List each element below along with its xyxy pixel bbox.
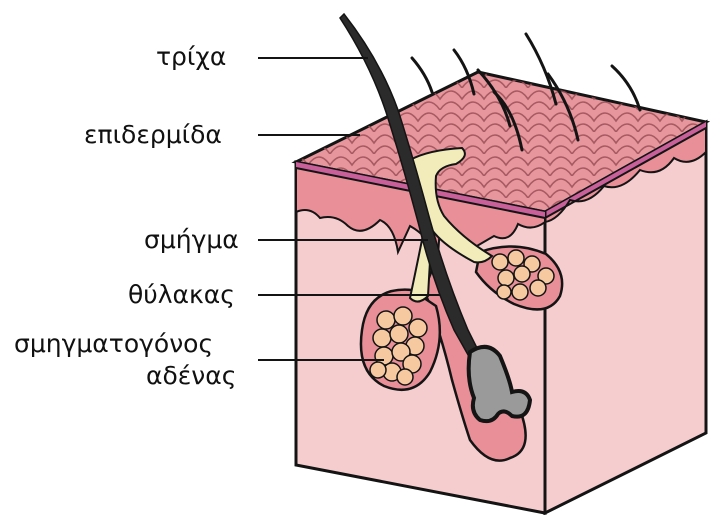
label-epidermis: επιδερμίδα: [84, 121, 222, 149]
sebaceous-gland-left: [361, 290, 440, 390]
label-sebaceous-gland-line2: αδένας: [146, 362, 236, 390]
label-follicle: θύλακας: [128, 281, 235, 309]
label-sebum: σμήγμα: [144, 226, 239, 254]
label-hair: τρίχα: [156, 43, 226, 71]
label-sebaceous-gland-line1: σμηγματογόνος: [14, 330, 213, 358]
